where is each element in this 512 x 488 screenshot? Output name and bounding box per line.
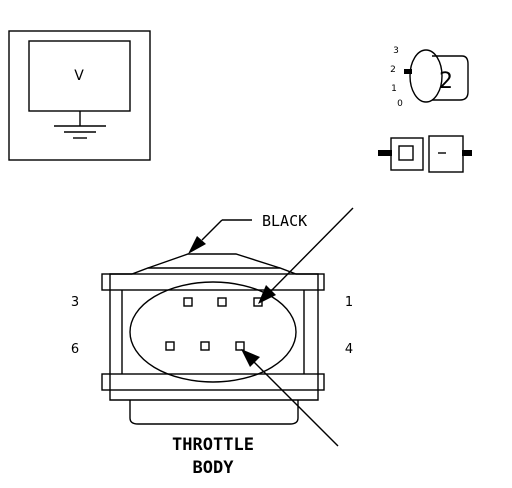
pin-number-top-right: 1 — [345, 295, 353, 310]
voltmeter-symbol: V — [8, 30, 151, 161]
condition-label-2: 2 — [390, 65, 396, 75]
meter-symbol-label: V — [74, 68, 84, 84]
ground-icon — [54, 111, 106, 139]
range-value: 2 — [439, 69, 453, 94]
connector-color-label: BLACK — [262, 212, 307, 230]
connector-name-line1: THROTTLE — [172, 435, 254, 455]
color-callout: BLACK — [188, 212, 307, 254]
pin-number-bottom-left: 6 — [71, 342, 79, 357]
pin-number-top-left: 3 — [71, 295, 79, 310]
pin-number-bottom-right: 4 — [345, 342, 353, 357]
connector-key-icon — [378, 135, 472, 173]
connector-name-line2: BODY — [193, 458, 235, 478]
ignition-switch-icon: 3 2 1 0 2 — [390, 46, 469, 109]
condition-label-0: 0 — [397, 99, 403, 109]
connector-face — [101, 253, 325, 425]
probe-arrows — [241, 207, 354, 447]
condition-label-1: 1 — [391, 84, 397, 94]
condition-label-3: 3 — [393, 46, 399, 56]
